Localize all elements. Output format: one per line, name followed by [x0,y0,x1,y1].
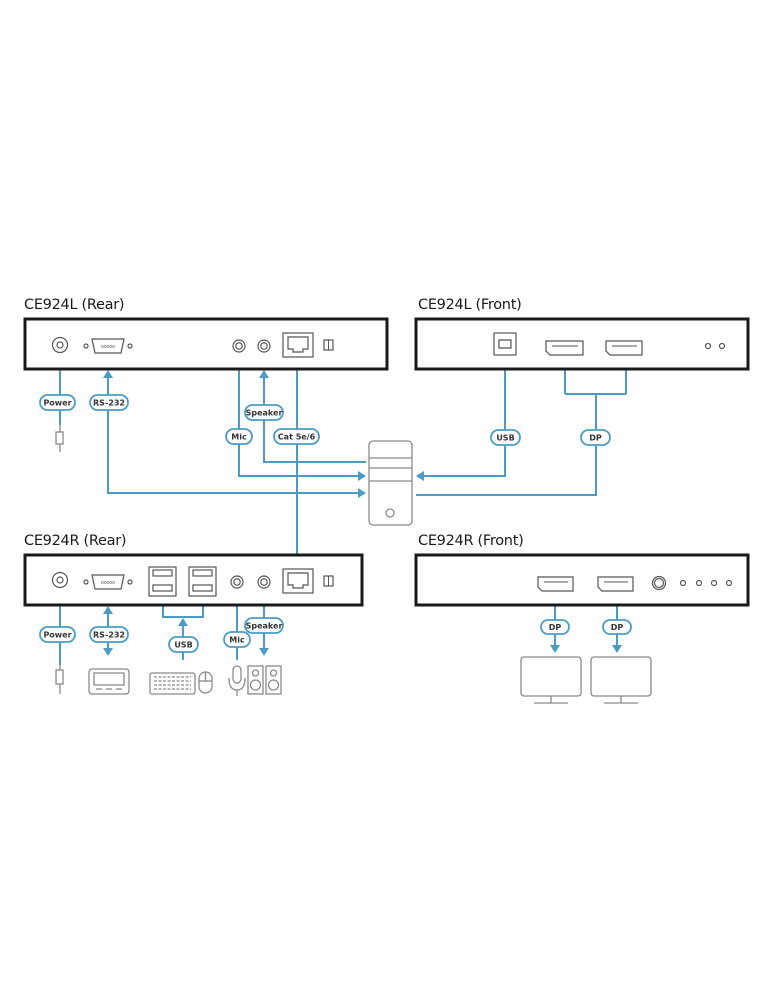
dip-switch-icon [323,575,334,587]
dip-switch-icon [323,339,334,351]
usb-b-port-icon [493,332,517,356]
svg-text:ooooo: ooooo [101,344,115,350]
displayport-icon [545,340,584,356]
computer-tower-icon [368,440,413,526]
led-icon [725,579,733,587]
rj45-port-icon [282,568,314,594]
mic-jack-icon [230,575,244,589]
ce924r-front-unit [414,553,750,607]
monitor-icon [590,656,652,704]
svg-text:Speaker: Speaker [246,622,283,631]
power-adapter-icon [55,665,64,694]
ce924r-rear-unit: ooooo [23,553,364,607]
label-r-speaker: Speaker [244,617,284,634]
svg-text:Mic: Mic [231,433,247,442]
svg-text:Cat 5e/6: Cat 5e/6 [278,433,316,442]
usb-a-port-icon [148,566,177,597]
svg-text:DP: DP [589,434,602,443]
svg-text:USB: USB [496,434,514,443]
title-ce924l-rear: CE924L (Rear) [24,297,124,313]
arrow-l-speaker-up [259,370,269,378]
wires [59,356,631,665]
led-icon [695,579,703,587]
title-ce924r-rear: CE924R (Rear) [24,533,126,549]
label-r-dp1: DP [540,619,570,635]
title-ce924l-front: CE924L (Front) [418,297,521,313]
arrow-l-rs232-up [103,370,113,378]
wire-l-usb [424,356,506,477]
led-icon [704,342,712,350]
label-r-usb: USB [168,636,199,653]
led-icon [710,579,718,587]
arrow-l-mic-pc [358,471,366,481]
power-adapter-icon [55,425,64,452]
led-icon [679,579,687,587]
serial-port-icon: ooooo [83,338,133,354]
led-icon [718,342,726,350]
mic-jack-icon [232,339,246,353]
serial-device-icon [88,668,130,695]
wire-r-usb-split [162,600,204,618]
keyboard-icon [149,672,196,695]
rj45-port-icon [282,332,314,358]
wire-l-dp [416,394,597,496]
label-l-mic: Mic [225,428,253,445]
speakers-icon [247,665,282,695]
speaker-jack-icon [257,339,271,353]
serial-port-icon: ooooo [83,574,133,590]
arrow-l-usb-pc [416,471,424,481]
label-l-rs232: RS-232 [89,394,129,411]
label-l-cat: Cat 5e/6 [273,428,320,445]
label-r-dp2: DP [602,619,632,635]
svg-text:ooooo: ooooo [101,580,115,586]
svg-text:Speaker: Speaker [246,409,283,418]
displayport-icon [537,576,574,592]
wire-l-rs232 [107,376,358,494]
label-r-rs232: RS-232 [89,626,129,643]
label-l-dp: DP [580,429,611,446]
power-jack-icon [51,336,69,354]
speaker-jack-icon [257,575,271,589]
svg-text:DP: DP [549,623,562,632]
ce924l-front-unit [414,317,750,371]
title-ce924r-front: CE924R (Front) [418,533,523,549]
arrow-l-rs232-pc [358,488,366,498]
label-l-power: Power [39,394,76,411]
mouse-icon [198,671,213,694]
ce924l-rear-unit: ooooo [23,317,389,371]
audio-jack-icon [651,575,667,591]
label-r-mic: Mic [223,631,251,648]
label-l-usb: USB [490,429,521,446]
wire-l-mic [238,358,358,477]
svg-text:USB: USB [174,641,192,650]
label-l-speaker: Speaker [244,404,284,421]
displayport-icon [597,576,634,592]
svg-text:RS-232: RS-232 [93,399,125,408]
svg-text:DP: DP [611,623,624,632]
svg-text:Mic: Mic [229,636,245,645]
svg-text:Power: Power [43,399,71,408]
label-r-power: Power [39,626,76,643]
svg-text:RS-232: RS-232 [93,631,125,640]
displayport-icon [605,340,643,356]
power-jack-icon [51,571,69,589]
usb-a-port-icon [188,566,217,597]
monitor-icon [520,656,582,704]
svg-text:Power: Power [43,631,71,640]
microphone-icon [228,665,246,696]
